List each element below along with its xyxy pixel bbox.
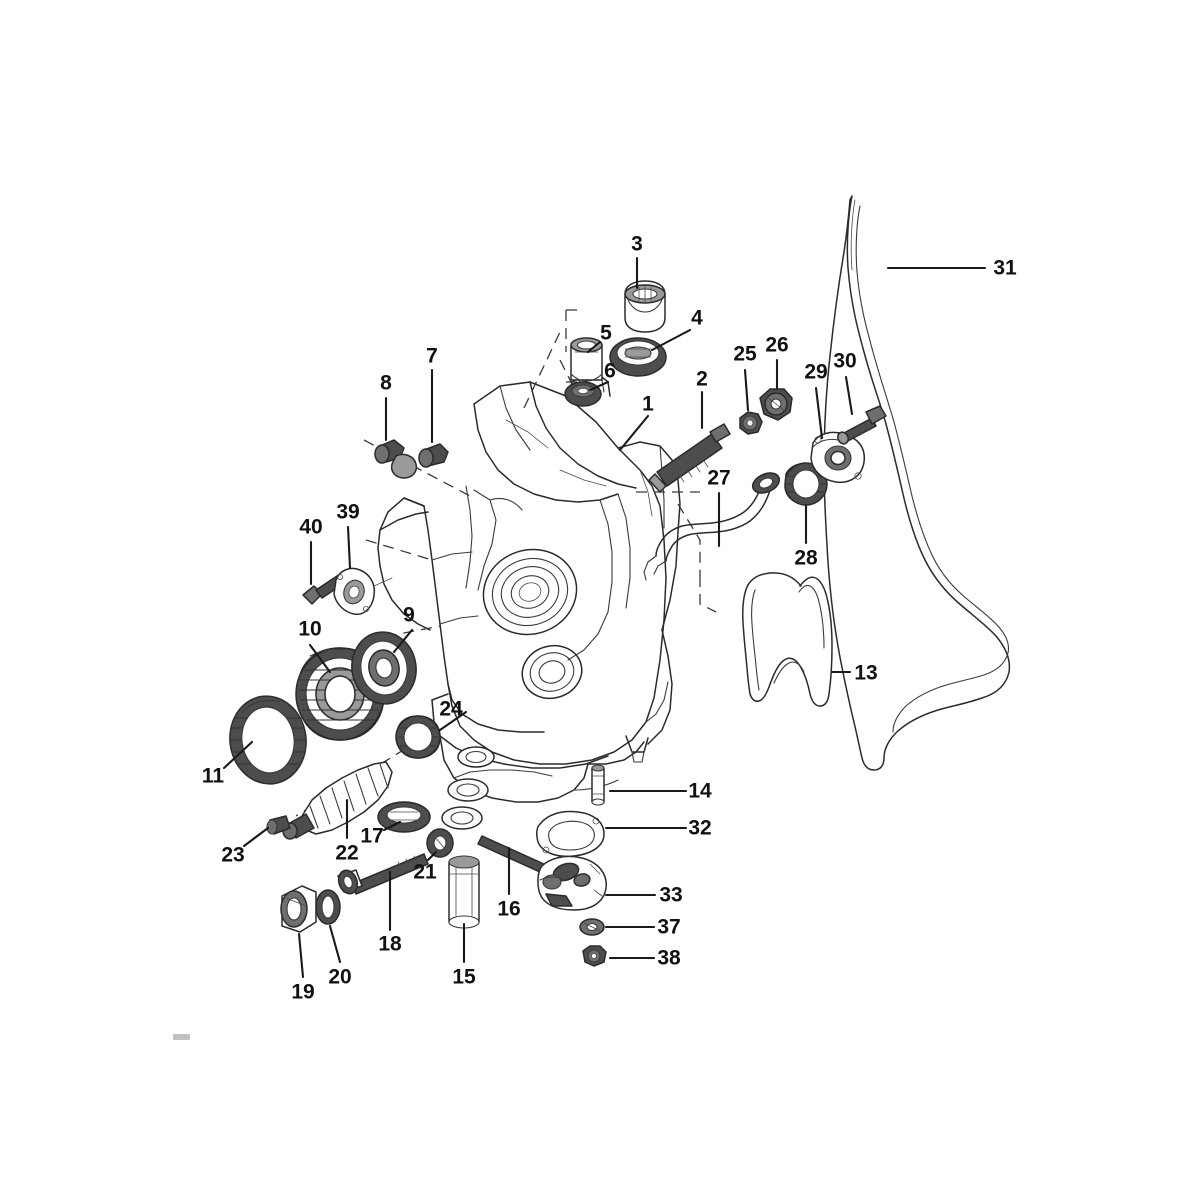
part-spacer-bushing [570,337,603,382]
leader-6 [588,380,610,392]
part-hex-nut-small [582,945,607,967]
part-shift-bellows [282,761,393,840]
callout-label-39: 39 [336,500,360,524]
leader-39 [346,525,352,570]
callout-label-7: 7 [426,344,438,368]
callout-label-40: 40 [299,515,323,539]
part-grease-fitting [418,443,449,468]
leader-4 [650,328,692,352]
leader-1 [618,414,650,452]
leader-24 [438,710,468,732]
part-lock-washer-small [579,918,605,936]
part-hex-nut [759,388,793,421]
part-washer-6 [564,381,602,407]
part-hose-clamp [266,815,291,835]
callout-label-22: 22 [335,841,359,865]
callout-label-1: 1 [642,392,654,416]
callout-label-33: 33 [659,883,683,907]
callout-label-18: 18 [378,932,402,956]
callout-label-27: 27 [707,466,731,490]
part-bushing-sleeve [395,715,441,759]
callout-label-38: 38 [657,946,681,970]
callout-label-30: 30 [833,349,857,373]
phantom-top-boss [559,359,577,393]
part-roller-pin [448,855,480,929]
callout-label-14: 14 [688,779,712,803]
callout-label-5: 5 [600,321,612,345]
callout-label-2: 2 [696,367,708,391]
part-outer-bearing-race [229,695,307,785]
leader-17 [382,820,402,832]
part-dowel-pin [591,764,605,806]
phantom-left-mid [365,539,433,561]
callout-label-3: 3 [631,232,643,256]
leader-29 [814,386,824,440]
callout-label-13: 13 [854,661,878,685]
callout-label-10: 10 [298,617,322,641]
part-seal-ring [609,337,667,377]
part-water-tube [643,472,781,581]
leader-21 [426,850,438,862]
part-lock-washer [739,411,763,435]
part-upper-bushing [624,280,666,333]
leader-23 [242,826,270,848]
callout-label-17: 17 [360,824,384,848]
leader-11 [222,740,254,770]
callout-label-25: 25 [733,342,757,366]
part-gimbal-bearing [351,631,417,705]
callout-label-16: 16 [497,897,521,921]
callout-label-28: 28 [794,546,818,570]
callout-label-23: 23 [221,843,245,867]
callout-label-37: 37 [657,915,681,939]
leader-30 [844,375,854,416]
part-gasket-shift-plate [535,810,605,858]
callout-label-6: 6 [604,359,616,383]
part-gasket-small [742,572,833,707]
phantom-top-2 [523,331,561,409]
part-tube-bushing [784,462,828,506]
leader-19 [297,932,305,979]
leader-20 [328,924,342,964]
part-stud-bolt [648,423,731,493]
callout-label-32: 32 [688,816,712,840]
leader-10 [308,643,332,674]
callout-label-24: 24 [439,697,463,721]
part-retaining-ring [377,801,431,833]
callout-label-15: 15 [452,965,476,989]
phantom-13 [699,576,717,613]
leader-25 [743,368,750,412]
part-bell-housing [377,373,681,830]
scan-artifact-mark [173,1034,190,1040]
part-mount-flange [810,431,866,484]
part-shift-plate-assembly [537,855,607,911]
part-transom-gasket [823,195,1011,771]
part-retainer-plate [333,567,376,616]
callout-label-11: 11 [201,764,225,788]
part-o-ring [315,889,341,925]
detail-39-tail [373,577,393,587]
part-cotter-washer [426,828,454,858]
callout-label-8: 8 [380,371,392,395]
callout-label-20: 20 [328,965,352,989]
phantom-left-low [367,625,441,641]
leader-9 [392,628,414,654]
phantom-right-2 [677,503,701,576]
part-hex-bolt [837,405,887,445]
callout-label-9: 9 [403,603,415,627]
callout-label-4: 4 [691,306,703,330]
callout-label-29: 29 [804,360,828,384]
callout-label-21: 21 [413,860,437,884]
callout-label-26: 26 [765,333,789,357]
callout-label-19: 19 [291,980,315,1004]
part-fitting-elbow [374,439,418,479]
part-cap-nut [280,885,317,933]
leader-5 [586,340,602,354]
callout-label-31: 31 [993,256,1017,280]
